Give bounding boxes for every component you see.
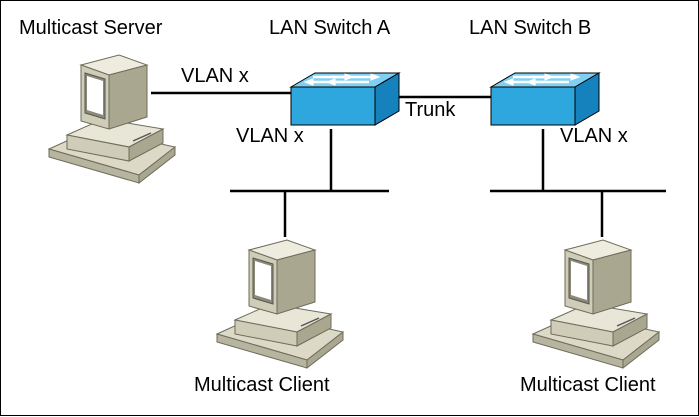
server-label: Multicast Server [19,17,163,39]
computer-icon [48,54,176,184]
client-left-label: Multicast Client [194,374,330,396]
switch-a-label: LAN Switch A [269,17,391,39]
switch-b-label: LAN Switch B [469,17,592,39]
client-right-label: Multicast Client [520,374,656,396]
trunk-label: Trunk [405,99,456,121]
computer-icon [532,239,660,369]
lan-switch-icon [289,71,401,127]
server-link-label: VLAN x [181,65,249,87]
switch-a-port-label: VLAN x [236,125,304,147]
computer-icon [216,239,344,369]
switch-b-port-label: VLAN x [560,125,628,147]
links [151,91,666,237]
lan-switch-icon [489,71,601,127]
